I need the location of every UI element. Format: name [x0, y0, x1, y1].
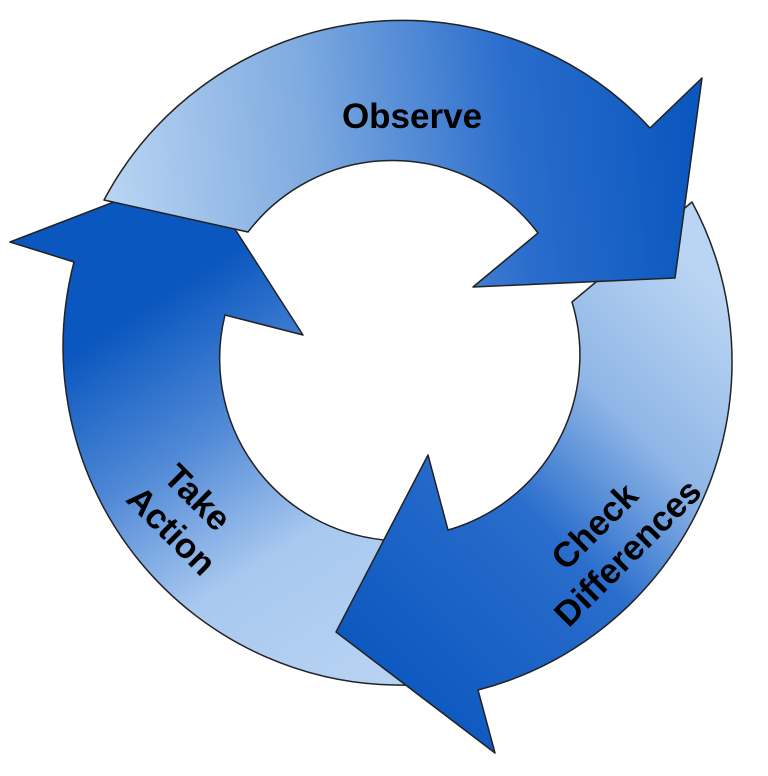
take-action-arrow: [9, 169, 411, 686]
check-differences-arrow: [335, 201, 733, 754]
observe-arrow: [103, 19, 703, 288]
observe-label: Observe: [342, 97, 482, 136]
